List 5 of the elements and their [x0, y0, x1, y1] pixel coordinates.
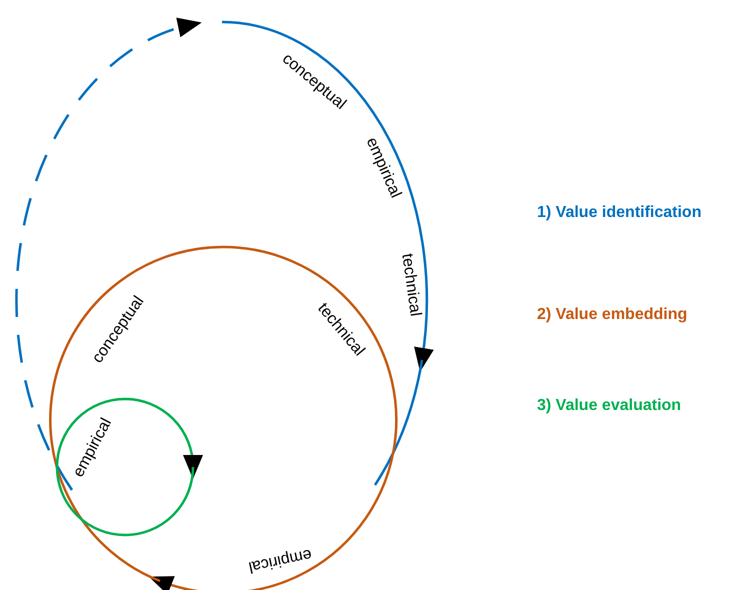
- legend-entry: 3) Value evaluation: [537, 398, 682, 414]
- stage-label: technical: [398, 252, 422, 318]
- legend-entry: 2) Value embedding: [537, 307, 688, 323]
- stage-label: empirical: [247, 546, 313, 574]
- legend-entry: 1) Value identification: [537, 205, 702, 221]
